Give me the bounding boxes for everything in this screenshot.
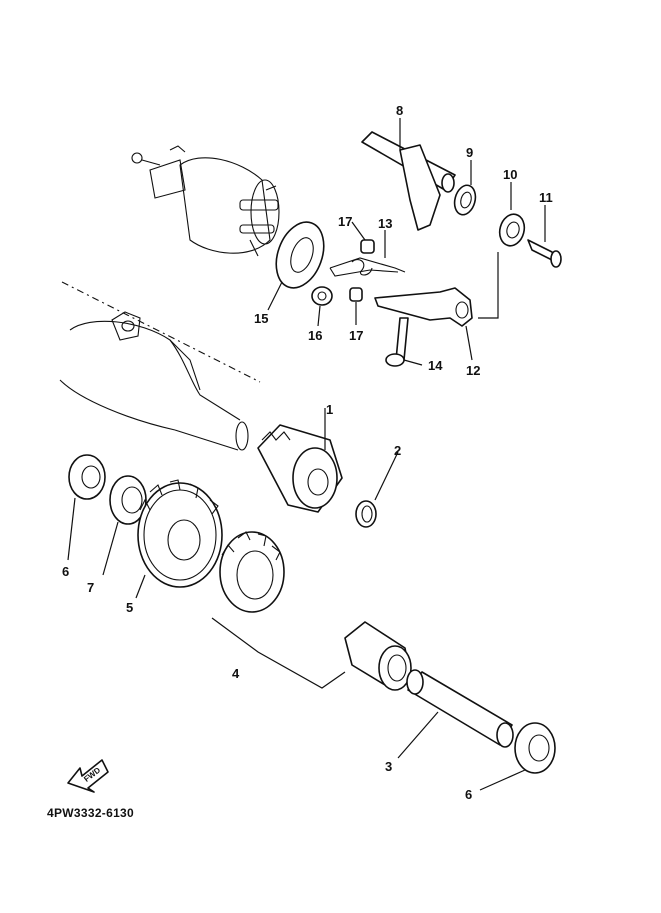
part-4-bracket — [211, 617, 346, 689]
callout-17-bottom: 17 — [349, 328, 363, 343]
part-14-bolt — [385, 317, 423, 367]
callout-3: 3 — [385, 759, 392, 774]
callout-2: 2 — [394, 443, 401, 458]
part-1-gear-clutch — [257, 408, 343, 513]
part-5-large-gear — [135, 479, 223, 599]
callout-17-top: 17 — [338, 214, 352, 229]
part-7-washer — [102, 475, 147, 576]
part-17-collar-top — [351, 221, 375, 254]
callout-1: 1 — [326, 402, 333, 417]
callout-8: 8 — [396, 103, 403, 118]
part-2-circlip — [355, 451, 399, 528]
callout-6-right: 6 — [465, 787, 472, 802]
starter-motor — [131, 145, 280, 257]
callout-16: 16 — [308, 328, 322, 343]
callout-9: 9 — [466, 145, 473, 160]
part-11-bolt — [527, 205, 562, 268]
callout-12: 12 — [466, 363, 480, 378]
part-8-shift-fork — [361, 118, 456, 231]
part-16-nut — [311, 286, 333, 327]
part-12-lever — [374, 252, 499, 361]
part-4-gear — [219, 531, 285, 613]
part-4-sleeve — [344, 621, 412, 691]
fwd-arrow-icon: FWD — [67, 759, 109, 793]
part-code: 4PW3332-6130 — [47, 806, 134, 820]
part-3-shaft — [397, 669, 514, 759]
callout-14: 14 — [428, 358, 443, 373]
callout-7: 7 — [87, 580, 94, 595]
callout-4: 4 — [232, 666, 240, 681]
callout-15: 15 — [254, 311, 268, 326]
part-13-spring — [329, 230, 406, 277]
callout-6-left: 6 — [62, 564, 69, 579]
part-10-collar — [498, 182, 526, 247]
part-15-plate — [267, 221, 325, 311]
callout-10: 10 — [503, 167, 517, 182]
callout-5: 5 — [126, 600, 133, 615]
callout-13: 13 — [378, 216, 392, 231]
crankcase-shaft — [59, 281, 261, 451]
part-6-bearing-right — [479, 722, 556, 791]
part-9-bushing — [453, 160, 477, 216]
callout-11: 11 — [539, 190, 553, 205]
part-17-collar-bottom — [349, 287, 363, 325]
part-6-bearing-left — [67, 454, 106, 561]
